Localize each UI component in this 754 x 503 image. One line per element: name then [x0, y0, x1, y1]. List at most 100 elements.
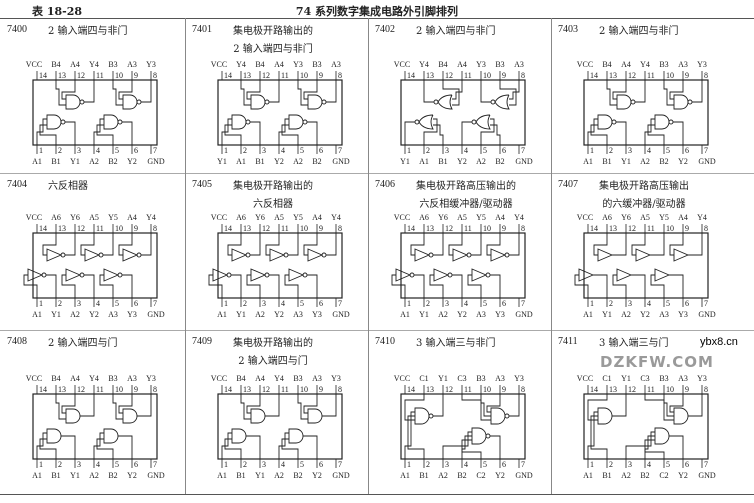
inverter-triangle	[578, 268, 595, 282]
pin-number: 13	[243, 71, 251, 80]
input-wire	[663, 80, 674, 106]
output-wire	[46, 274, 57, 298]
pin-number: 4	[647, 299, 651, 308]
input-wire	[96, 124, 114, 145]
nand3-gate-symbol	[442, 427, 501, 459]
pin-number: 4	[647, 460, 651, 469]
pin-number: 1	[407, 299, 411, 308]
output-wire	[490, 435, 501, 459]
inv-gate-symbol	[61, 268, 95, 298]
buf-gate-symbol	[574, 268, 608, 298]
output-wire	[65, 233, 76, 256]
output-wire	[137, 394, 152, 417]
output-wire	[404, 121, 415, 145]
inverter-triangle	[654, 268, 671, 282]
output-wire	[65, 121, 76, 145]
pin-label: Y4	[236, 60, 246, 69]
pin-label: A1	[583, 310, 593, 319]
inverter-triangle	[27, 268, 44, 282]
pin-number: 5	[115, 299, 119, 308]
output-wire	[423, 80, 434, 103]
pin-number: 8	[521, 71, 525, 80]
pin-number: 13	[426, 385, 434, 394]
pin-label: Y1	[236, 310, 246, 319]
pin-label: B2	[457, 471, 466, 480]
pin-number: 2	[609, 146, 613, 155]
buf-gate-symbol	[631, 233, 665, 262]
input-wire	[297, 80, 308, 106]
pin-label: Y3	[293, 60, 303, 69]
chip-number: 7411	[558, 336, 578, 347]
output-wire	[250, 233, 261, 256]
inversion-bubble	[264, 99, 270, 105]
pin-number: 10	[300, 385, 308, 394]
input-wire	[650, 274, 665, 298]
pin-number: 14	[224, 224, 232, 233]
and2-gate-symbol	[221, 428, 261, 459]
pin-number: 2	[243, 299, 247, 308]
pin-label: B1	[255, 157, 264, 166]
pin-label: VCC	[394, 60, 410, 69]
input-wire	[663, 394, 674, 417]
nand3-gate-symbol	[461, 394, 520, 425]
pin-number: 3	[445, 460, 449, 469]
input-wire	[303, 233, 318, 256]
chip-number: 7401	[192, 24, 212, 35]
pin-number: 6	[502, 460, 506, 469]
input-wire	[644, 435, 655, 459]
pin-label: A5	[640, 213, 650, 222]
watermark-site: ybx8.cn	[700, 336, 738, 348]
chip-description: 集电极开路输出的六反相器	[233, 178, 313, 214]
pin-number: 5	[300, 146, 304, 155]
chip-drawing: 141VCCA1132A6Y1123Y6A2114A5Y2105Y5A396A4…	[391, 213, 533, 319]
input-wire	[490, 124, 501, 145]
and-body	[231, 428, 247, 444]
inv-gate-symbol	[486, 233, 520, 262]
pin-label: C2	[476, 471, 485, 480]
output-wire	[250, 121, 261, 145]
inverter-triangle	[452, 248, 469, 262]
inv-gate-symbol	[42, 233, 76, 262]
nor2-gate-symbol	[404, 114, 444, 145]
and-body	[65, 94, 81, 110]
output-wire	[471, 233, 482, 256]
input-wire	[61, 394, 76, 414]
input-wire	[246, 80, 261, 100]
inversion-bubble	[687, 99, 693, 105]
input-wire	[221, 432, 232, 459]
inv-gate-symbol	[429, 268, 463, 298]
and-body	[490, 407, 506, 425]
pin-label: VCC	[394, 374, 410, 383]
pin-label: VCC	[26, 374, 42, 383]
pin-label: B1	[602, 157, 611, 166]
pin-label: Y5	[293, 213, 303, 222]
pin-label: C1	[602, 374, 611, 383]
pin-label: B2	[293, 471, 302, 480]
chip-package-outline	[400, 232, 526, 299]
pin-label: A2	[438, 471, 448, 480]
input-wire	[118, 394, 133, 414]
pin-label: B4	[51, 374, 60, 383]
table-title: 74 系列数字集成电路外引脚排列	[295, 5, 459, 18]
input-wire	[461, 394, 491, 421]
pin-number: 12	[77, 224, 85, 233]
output-wire	[688, 233, 703, 256]
pin-number: 11	[464, 385, 472, 394]
pin-number: 10	[115, 71, 123, 80]
pin-label: Y3	[697, 60, 707, 69]
pin-number: 14	[39, 71, 47, 80]
pin-label: Y3	[331, 374, 341, 383]
pin-number: 8	[153, 71, 157, 80]
pin-number: 1	[590, 146, 594, 155]
inv-gate-symbol	[227, 233, 261, 262]
pin-number: 14	[39, 224, 47, 233]
pin-number: 5	[483, 146, 487, 155]
and-body	[673, 407, 689, 425]
pin-label: C2	[659, 471, 668, 480]
pin-number: 13	[609, 385, 617, 394]
pin-label: A4	[127, 213, 137, 222]
pin-label: A1	[583, 471, 593, 480]
pin-number: 2	[58, 460, 62, 469]
pin-label: C3	[457, 374, 466, 383]
